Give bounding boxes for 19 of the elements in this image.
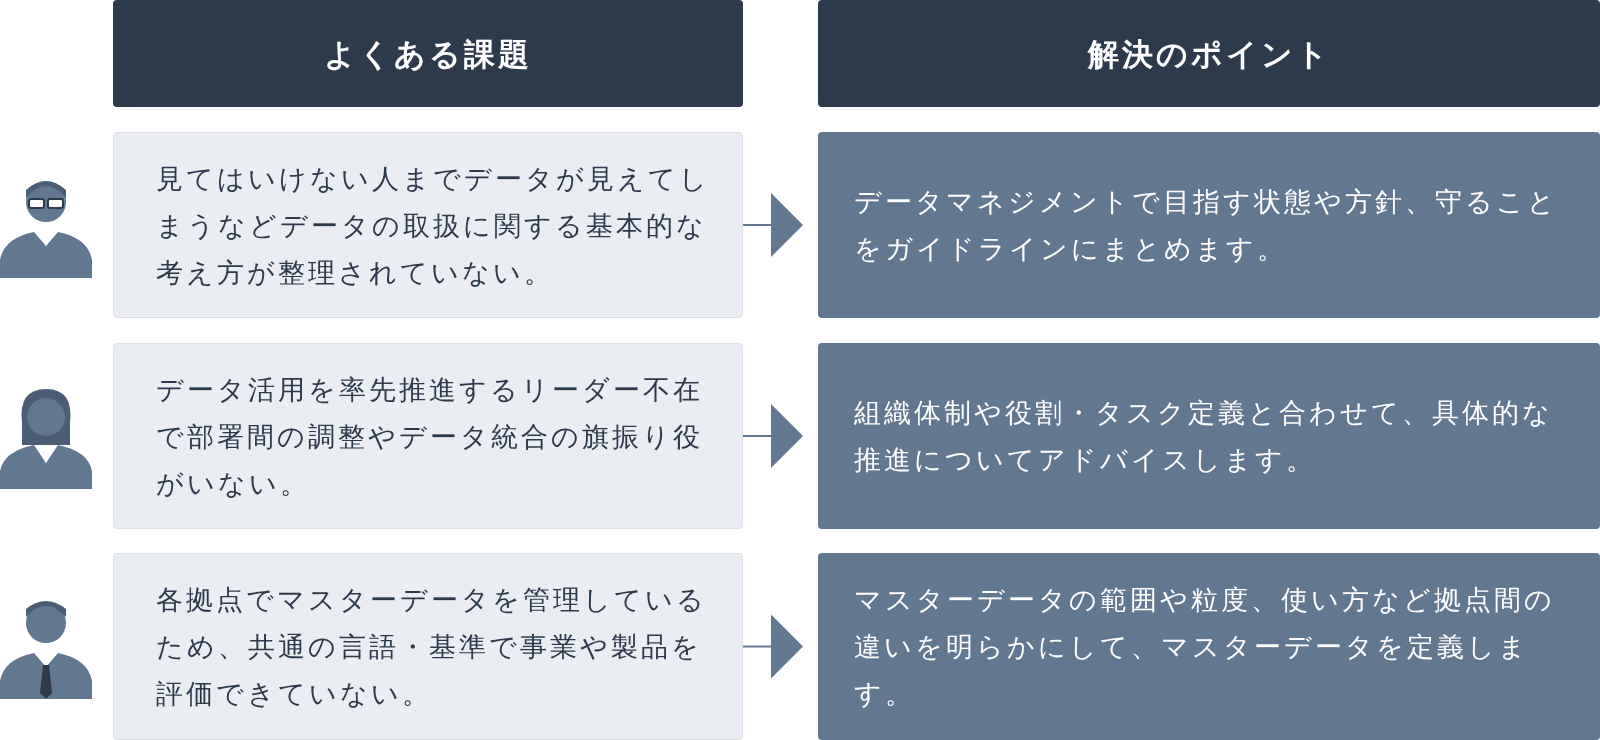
problem-box [113, 553, 743, 740]
problem-box [113, 343, 743, 529]
header-box [113, 0, 743, 107]
column-heading: よくある課題 [324, 34, 532, 74]
solution-box [818, 132, 1600, 318]
description-text: 見てはいけない人までデータが見えてしまうなどデータの取扱に関する基本的な考え方が整理されていない。 [156, 161, 711, 290]
chevron-arrow [742, 614, 803, 679]
description-text: 組織体制や役割・タスク定義と合わせて、具体的な推進についてアドバイスします。 [854, 396, 1554, 477]
description-text: 各拠点でマスターデータを管理しているため、共通の言語・基準で事業や製品を評価できていない。 [156, 583, 708, 711]
header-box [818, 0, 1600, 107]
chevron-arrow [742, 404, 803, 468]
problem-box [113, 132, 743, 318]
chevron-arrow [742, 193, 803, 257]
description-text: データマネジメントで目指す状態や方針、守ることをガイドラインにまとめます。 [854, 185, 1559, 266]
column-heading: 解決のポイント [1087, 34, 1331, 74]
solution-box [818, 553, 1600, 740]
description-text: データ活用を率先推進するリーダー不在で部署間の調整やデータ統合の旗振り役がいない。 [156, 372, 704, 501]
description-text: マスターデータの範囲や粒度、使い方など拠点間の違いを明らかにして、マスターデータを定義します。 [854, 583, 1556, 711]
solution-box [818, 343, 1600, 529]
